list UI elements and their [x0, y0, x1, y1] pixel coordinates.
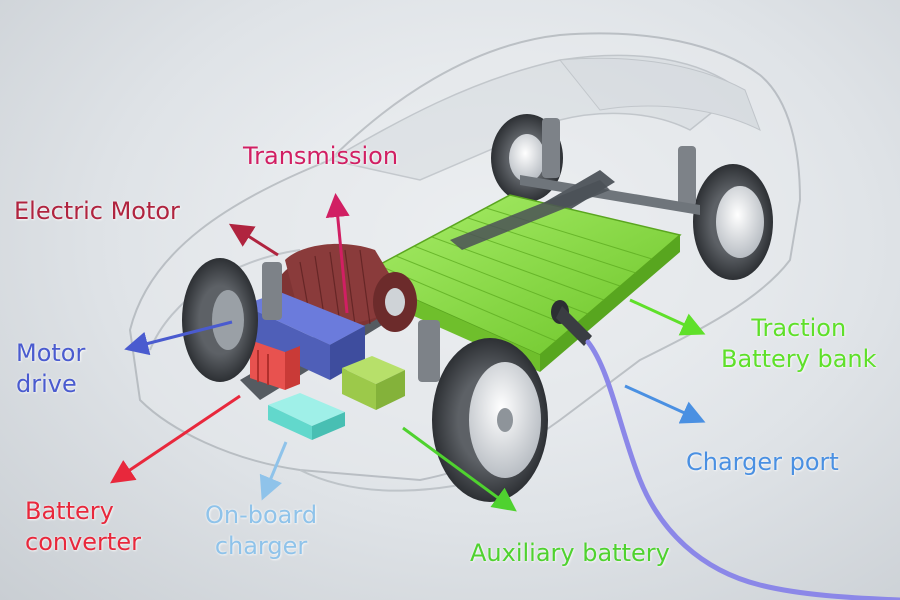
charger-port-plug	[551, 300, 592, 346]
onboard-charger-unit	[268, 393, 345, 440]
battery-converter-label: Battery converter	[25, 496, 141, 558]
traction-battery-arrow	[629, 298, 706, 336]
onboard-charger-arrow	[259, 441, 288, 501]
rear-right-wheel	[693, 164, 773, 280]
transmission-label: Transmission	[243, 141, 398, 172]
traction-battery-label: Traction Battery bank	[721, 313, 877, 375]
motor-drive-label: Motor drive	[16, 338, 85, 400]
auxiliary-battery-unit	[342, 356, 405, 410]
charger-port-label-text: Charger port	[686, 448, 839, 476]
traction-battery-label-line-2: Battery bank	[721, 345, 877, 373]
battery-converter-arrow	[110, 394, 241, 484]
front-right-wheel	[432, 338, 548, 502]
battery-converter-label-line-1: Battery	[25, 497, 114, 525]
battery-converter-label-line-2: converter	[25, 528, 141, 556]
motor-drive-label-line-1: Motor	[16, 339, 86, 367]
transmission-arrow	[325, 193, 350, 314]
rear-suspension	[520, 118, 700, 215]
electric-motor-arrow	[228, 223, 279, 257]
charger-port-label: Charger port	[686, 447, 839, 478]
charger-port-arrow	[624, 384, 706, 424]
onboard-charger-label-line-1: On-board	[205, 501, 318, 529]
electric-motor-label: Electric Motor	[14, 196, 180, 227]
auxiliary-battery-label-text: Auxiliary battery	[470, 539, 670, 567]
charging-cable	[585, 339, 900, 600]
motor-drive-arrow	[124, 320, 233, 356]
front-suspension	[262, 262, 440, 382]
onboard-charger-label-line-2: charger	[214, 532, 308, 560]
auxiliary-battery-label: Auxiliary battery	[470, 538, 670, 569]
traction-battery-label-line-1: Traction	[751, 314, 847, 342]
battery-converter-unit	[250, 340, 300, 390]
auxiliary-battery-arrow	[402, 426, 517, 512]
electric-motor-label-text: Electric Motor	[14, 197, 180, 225]
motor-drive-label-line-2: drive	[16, 370, 77, 398]
front-left-wheel	[182, 258, 258, 382]
onboard-charger-label: On-board charger	[205, 500, 317, 562]
transmission-label-text: Transmission	[243, 142, 399, 170]
